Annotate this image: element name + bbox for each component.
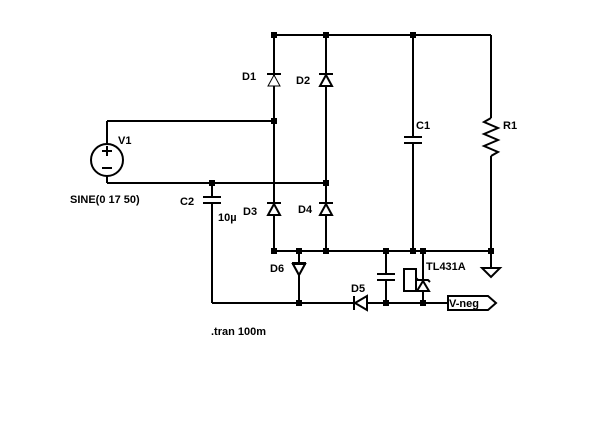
- label-c2-value: 10µ: [218, 212, 237, 224]
- capacitor-c1: [403, 136, 423, 144]
- diode-d2: [318, 72, 334, 87]
- label-d6: D6: [270, 263, 284, 275]
- label-r1: R1: [503, 120, 517, 132]
- label-c1: C1: [416, 120, 430, 132]
- label-tl431a: TL431A: [426, 261, 466, 273]
- v1-sine-symbol: [90, 143, 124, 177]
- capacitor-small: [376, 273, 396, 281]
- diode-d1: [267, 73, 281, 87]
- net-label-v-neg: V-neg: [449, 298, 479, 310]
- junction-dots: [209, 32, 494, 306]
- v1-source: [90, 143, 124, 177]
- label-v1-value: SINE(0 17 50): [70, 194, 140, 206]
- label-c2: C2: [180, 196, 194, 208]
- label-d1: D1: [242, 71, 256, 83]
- label-d4: D4: [298, 204, 313, 216]
- spice-directive: .tran 100m: [211, 326, 266, 338]
- net-label-flag: V-neg: [447, 295, 498, 311]
- diode-d5: [353, 294, 368, 312]
- diode-d4: [318, 201, 334, 216]
- tl431a-regulator: [403, 268, 431, 292]
- label-d2: D2: [296, 75, 310, 87]
- labels: D1 D2 D3 D4 D6 D5 C1 C2 10µ R1 V1 SINE(0…: [70, 71, 517, 338]
- label-v1: V1: [118, 135, 131, 147]
- label-d5: D5: [351, 283, 365, 295]
- label-d3: D3: [243, 206, 257, 218]
- diode-d6: [291, 262, 307, 278]
- ground-icon: [479, 267, 503, 279]
- capacitor-c2: [202, 196, 222, 204]
- diode-d3: [266, 201, 282, 216]
- resistor-r1: [480, 117, 502, 157]
